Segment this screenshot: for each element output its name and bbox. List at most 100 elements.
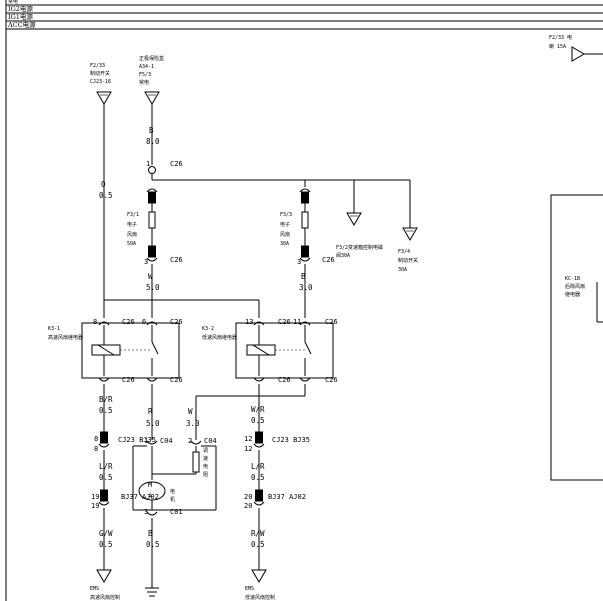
svg-text:C26: C26 [322, 256, 335, 264]
svg-text:速: 速 [203, 456, 208, 462]
svg-text:K3-2: K3-2 [202, 326, 214, 332]
svg-text:阻: 阻 [203, 471, 208, 478]
svg-text:高速风扇继电器: 高速风扇继电器 [48, 334, 83, 341]
svg-text:C04: C04 [160, 437, 173, 445]
connector-cj23-right: 12 12 CJ23 BJ35 L/R 0.5 [244, 431, 310, 490]
svg-text:30A: 30A [398, 267, 407, 273]
svg-text:制动开关: 制动开关 [90, 70, 110, 77]
wire-b3-color: B [148, 529, 153, 538]
cut-rail-label: 常电 [8, 0, 18, 5]
svg-text:3: 3 [144, 508, 148, 516]
svg-text:C26: C26 [278, 376, 291, 384]
svg-text:C26: C26 [170, 376, 183, 384]
wire-wr-color: W/R [251, 405, 265, 414]
wire-lr2-color: L/R [251, 462, 265, 471]
wire-wr-size: 0.5 [251, 416, 265, 425]
svg-text:8: 8 [94, 435, 98, 443]
svg-text:风扇: 风扇 [280, 231, 290, 238]
connector-cj23-left: 8 8 CJ23 BJ35 L/R 0.5 [94, 431, 156, 490]
power-rails: 常电 IG2电源 IG1电源 ACC电源 [6, 0, 603, 30]
fuse-f3-3: F3/3 电子 风扇 30A 3 C26 [280, 188, 335, 266]
svg-text:电: 电 [170, 488, 175, 495]
svg-text:C26: C26 [325, 376, 338, 384]
svg-text:喇 15A: 喇 15A [549, 43, 566, 50]
source-horn-fuse: F2/33 电 喇 15A [549, 34, 603, 62]
svg-text:20: 20 [244, 493, 252, 501]
connector-bj37-left: 19 19 BJ37 AJ02 G/W 0.5 [91, 489, 159, 570]
svg-text:F5/3: F5/3 [139, 72, 151, 78]
svg-text:20: 20 [244, 502, 252, 510]
splice-c26: 1 C26 [146, 160, 411, 228]
branch-f3-2: F3/2变速箱控制电磁 阀30A [336, 212, 383, 259]
output-ems-high: EMS 高速风扇控制 [90, 569, 120, 601]
rail-ig1-label: IG1电源 [8, 12, 33, 21]
svg-text:50A: 50A [127, 241, 136, 247]
svg-text:C26: C26 [170, 318, 183, 326]
svg-text:CJ23-16: CJ23-16 [90, 79, 111, 85]
rail-acc-label: ACC电源 [7, 20, 36, 29]
svg-text:机: 机 [170, 496, 175, 503]
svg-text:F2/33: F2/33 [90, 63, 105, 69]
svg-text:M: M [148, 481, 152, 489]
svg-text:1: 1 [146, 160, 150, 168]
svg-text:C26: C26 [278, 318, 291, 326]
wire-gw-color: G/W [99, 529, 113, 538]
svg-text:风扇: 风扇 [127, 231, 137, 238]
relay-k3-2: K3-2 低速风扇继电器 13 C26 11 C26 C26 C26 [202, 318, 338, 384]
svg-text:F3/3: F3/3 [280, 212, 292, 218]
wire-o-size: 0.5 [99, 191, 113, 200]
svg-text:30A: 30A [280, 241, 289, 247]
svg-text:K3-1: K3-1 [48, 326, 60, 332]
svg-text:调: 调 [203, 447, 208, 454]
svg-text:EMS: EMS [245, 586, 254, 592]
fuse-f3-1: F3/1 电子 风扇 50A 3 C26 [127, 188, 183, 266]
wire-lr2-size: 0.5 [251, 473, 265, 482]
svg-text:BJ37 AJ02: BJ37 AJ02 [121, 493, 159, 501]
svg-text:EMS: EMS [90, 586, 99, 592]
svg-text:KC-1B: KC-1B [565, 276, 580, 282]
wire-rw-color: R/W [251, 529, 265, 538]
svg-text:阀30A: 阀30A [336, 252, 350, 259]
svg-text:C26: C26 [170, 256, 183, 264]
wire-rw-size: 0.5 [251, 540, 265, 549]
svg-text:常电: 常电 [139, 79, 149, 86]
wire-w1-color: W [148, 272, 153, 281]
svg-text:BJ37 AJ02: BJ37 AJ02 [268, 493, 306, 501]
svg-text:低速风扇控制: 低速风扇控制 [245, 594, 275, 601]
svg-text:C26: C26 [325, 318, 338, 326]
svg-text:电子: 电子 [127, 221, 137, 228]
wire-b1-color: B [149, 126, 154, 135]
svg-text:12: 12 [244, 445, 252, 453]
svg-text:高速风扇控制: 高速风扇控制 [90, 594, 120, 601]
svg-text:电子: 电子 [280, 221, 290, 228]
wire-lr1-size: 0.5 [99, 473, 113, 482]
svg-text:C01: C01 [170, 508, 183, 516]
svg-text:6: 6 [142, 318, 146, 326]
svg-text:低速风扇继电器: 低速风扇继电器 [202, 334, 237, 341]
svg-text:F3/4: F3/4 [398, 249, 410, 255]
svg-text:8: 8 [93, 318, 97, 326]
svg-text:19: 19 [91, 502, 99, 510]
ground-icon [145, 587, 159, 597]
svg-text:F3/1: F3/1 [127, 212, 139, 218]
svg-text:继电器: 继电器 [565, 291, 580, 298]
wire-b3-size: 0.5 [146, 540, 160, 549]
wire-w2-size: 3.0 [186, 419, 200, 428]
svg-text:3: 3 [144, 258, 148, 266]
svg-text:⊥: ⊥ [148, 491, 152, 499]
wire-gw-size: 0.5 [99, 540, 113, 549]
branch-f3-4: F3/4 制动开关 30A [398, 227, 418, 273]
svg-text:C26: C26 [122, 376, 135, 384]
svg-text:C26: C26 [122, 318, 135, 326]
svg-text:电: 电 [203, 463, 208, 470]
source-main-fuse-box: 正极保险盒 A34-1 F5/3 常电 [139, 55, 164, 165]
wire-w1-size: 5.0 [146, 283, 160, 292]
svg-text:F2/33 电: F2/33 电 [549, 34, 572, 41]
svg-text:11: 11 [293, 318, 301, 326]
svg-text:F3/2变速箱控制电磁: F3/2变速箱控制电磁 [336, 244, 383, 251]
svg-text:C26: C26 [170, 160, 183, 168]
wire-r-size: 5.0 [146, 419, 160, 428]
svg-text:8: 8 [94, 445, 98, 453]
rail-ig2-label: IG2电源 [8, 4, 33, 13]
wire-lr1-color: L/R [99, 462, 113, 471]
